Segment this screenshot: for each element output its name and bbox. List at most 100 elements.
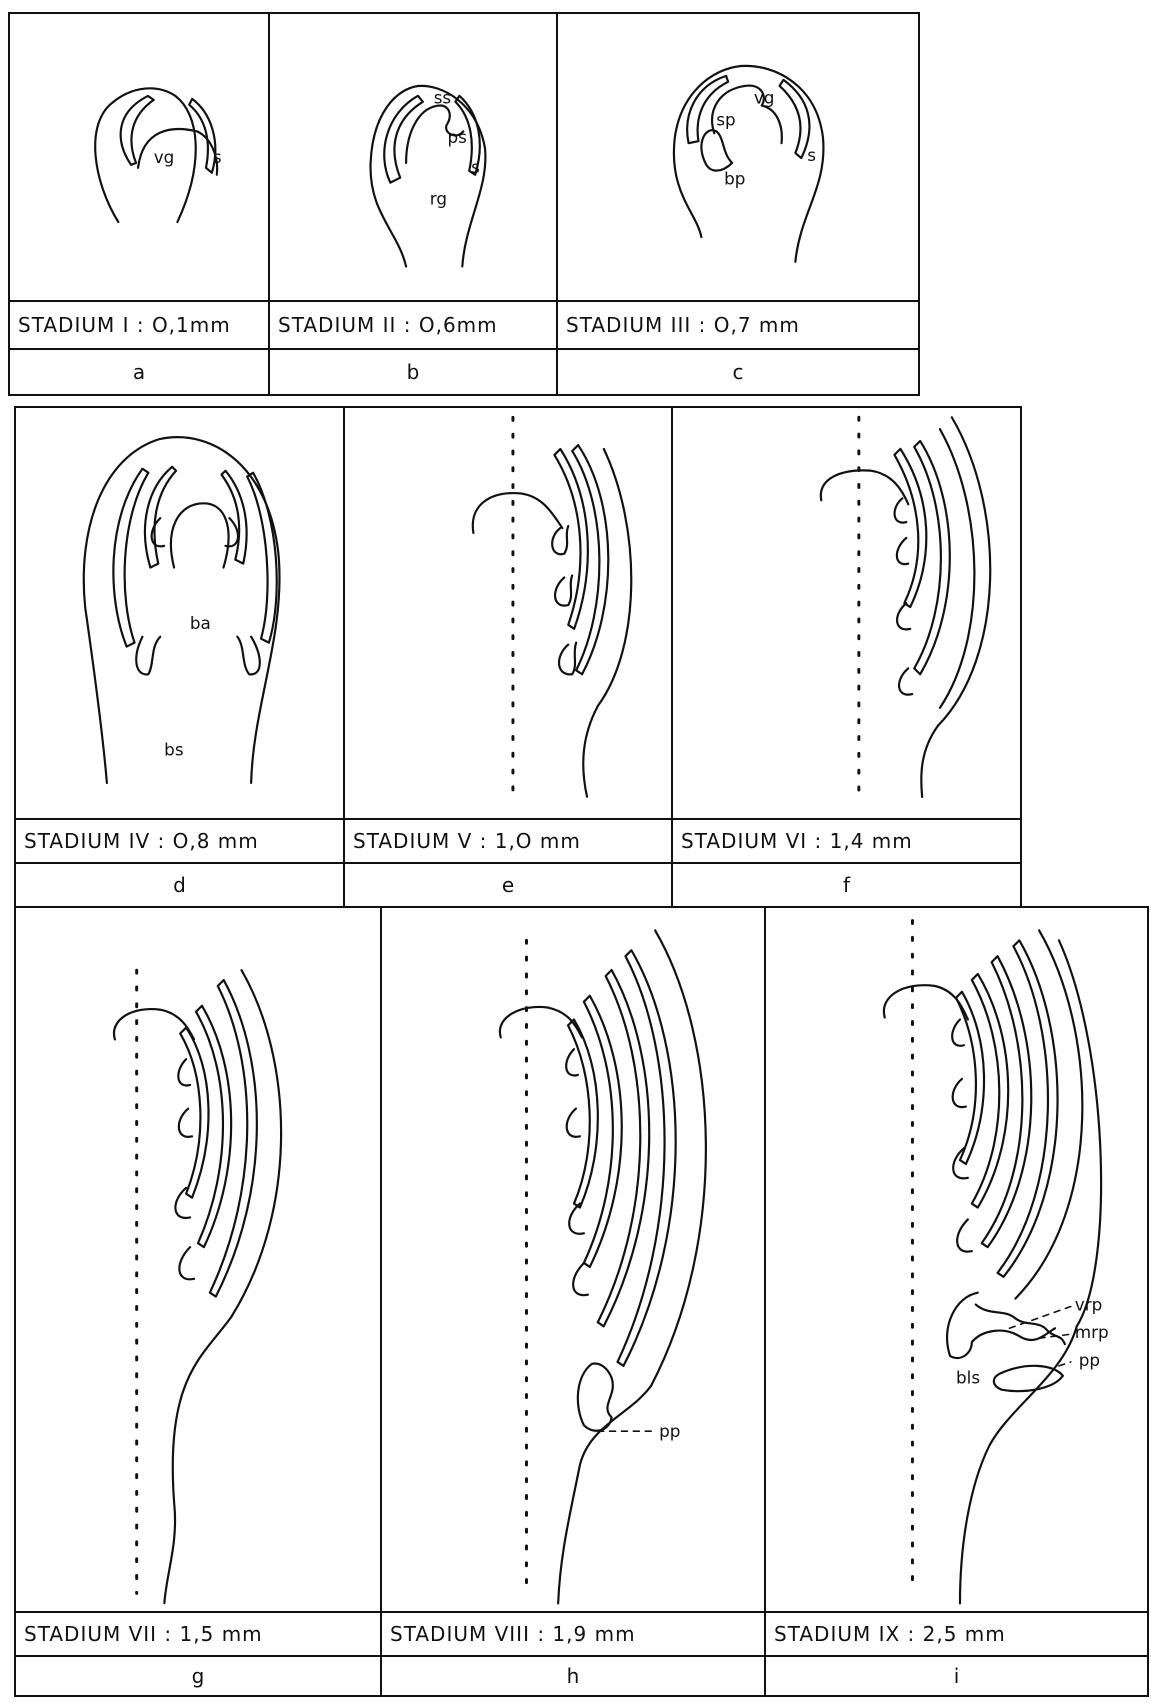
stage-label-f: STADIUM VI : 1,4 mm [673,820,1020,864]
label-s-c: s [807,145,816,165]
panel-h: pp STADIUM VIII : 1,9 mm h [380,906,766,1697]
label-vrp-i: vrp [1075,1294,1103,1314]
sheath-1-f [894,449,926,607]
pp-primordium-h [578,1364,613,1431]
lobe-2-e [555,575,572,605]
drawing-d: ba bs [16,408,343,820]
outline-a [95,88,196,222]
lobe-right-d [237,637,259,675]
stage-label-e: STADIUM V : 1,O mm [345,820,671,864]
stage-label-b: STADIUM II : O,6mm [270,302,556,350]
panel-letter-a: a [10,350,268,394]
lobe-2-h [567,1109,580,1137]
label-bls-i: bls [956,1368,980,1388]
lobe-1-f [895,498,907,522]
apex-e [473,493,563,533]
sheath-1-i [956,992,984,1164]
panel-e: STADIUM V : 1,O mm e [343,406,673,908]
sheath-2-e [572,445,608,674]
stalk-e [583,706,598,797]
label-sp-c: sp [716,109,735,129]
label-s-b: s [471,157,480,177]
stalk-f [921,726,938,797]
sheath-4-f [938,417,990,725]
sheath-4-h [618,950,676,1366]
outline-d [84,437,280,783]
lobe-1-g [178,1059,190,1085]
panel-f: STADIUM VI : 1,4 mm f [671,406,1022,908]
panel-g: STADIUM VII : 1,5 mm g [14,906,382,1697]
label-bp-c: bp [724,169,745,189]
panel-b: ss ps s rg STADIUM II : O,6mm b [268,12,558,396]
sheath-3-h [598,970,649,1326]
apex-h [500,1007,582,1037]
panel-a: vg s STADIUM I : O,1mm a [8,12,270,396]
label-ps-b: ps [448,127,467,147]
stage-label-h: STADIUM VIII : 1,9 mm [382,1613,764,1657]
label-s-a: s [213,147,222,167]
drawing-f [673,408,1020,820]
sheath-2-f [914,441,950,674]
lobe-left-d [136,637,160,675]
lobe-4-h [573,1263,588,1295]
stage-label-d: STADIUM IV : O,8 mm [16,820,343,864]
lobe-4-i [957,1219,972,1251]
drawing-h: pp [382,908,764,1613]
label-pp-h: pp [659,1421,680,1441]
stage-label-c: STADIUM III : O,7 mm [558,302,918,350]
sheath-left-b [384,96,423,183]
panel-letter-f: f [673,864,1020,906]
stalk-g [164,1316,231,1603]
drawing-e [345,408,671,820]
lobe-3-e [559,643,576,675]
stage-label-i: STADIUM IX : 2,5 mm [766,1613,1147,1657]
lobe-1-h [566,1049,578,1075]
sheath-left-a [121,96,154,165]
bud-c [701,130,732,170]
sheath-3-f [940,429,974,708]
label-vg-c: vg [754,88,775,108]
lobe-2-g [179,1109,192,1137]
label-ba-d: ba [190,613,211,633]
stalk-h [558,1386,651,1604]
sheath-outer-right-d [247,473,277,643]
label-ss-b: ss [434,88,451,108]
panel-letter-h: h [382,1657,764,1695]
sheath-right-c [780,80,810,158]
panel-letter-c: c [558,350,918,394]
drawing-g [16,908,380,1613]
label-pp-i: pp [1079,1350,1100,1370]
lobe-1-e [552,526,568,554]
drawing-c: vg sp bp s [558,14,918,302]
sheath-3-g [210,980,257,1297]
panel-letter-b: b [270,350,556,394]
drawing-b: ss ps s rg [270,14,556,302]
panel-letter-i: i [766,1657,1147,1695]
lobe-1-i [952,1020,964,1046]
sheath-5-h [651,930,706,1385]
drawing-i: vrp mrp pp bls [766,908,1147,1613]
lobe-3-h [569,1204,584,1234]
label-rg-b: rg [430,188,447,208]
sheath-3-e [598,449,631,706]
panel-c: vg sp bp s STADIUM III : O,7 mm c [556,12,920,396]
label-bs-d: bs [164,739,183,759]
panel-d: ba bs STADIUM IV : O,8 mm d [14,406,345,908]
lobe-4-g [179,1247,194,1279]
lobe-2-f [897,538,908,564]
panel-letter-d: d [16,864,343,906]
lobe-4-f [899,668,912,694]
outline-c [674,66,824,262]
apex-i [884,985,968,1019]
lobe-3-g [175,1188,190,1218]
panel-letter-g: g [16,1657,380,1695]
panel-letter-e: e [345,864,671,906]
panel-i: vrp mrp pp bls STADIUM IX : 2,5 mm i [764,906,1149,1697]
stage-label-a: STADIUM I : O,1mm [10,302,268,350]
sheath-6-i [1059,940,1101,1326]
sheath-2-i [972,974,1008,1208]
lobe-2-i [953,1079,966,1107]
sheath-outer-left-d [113,469,148,647]
sheath-1-e [554,449,587,629]
